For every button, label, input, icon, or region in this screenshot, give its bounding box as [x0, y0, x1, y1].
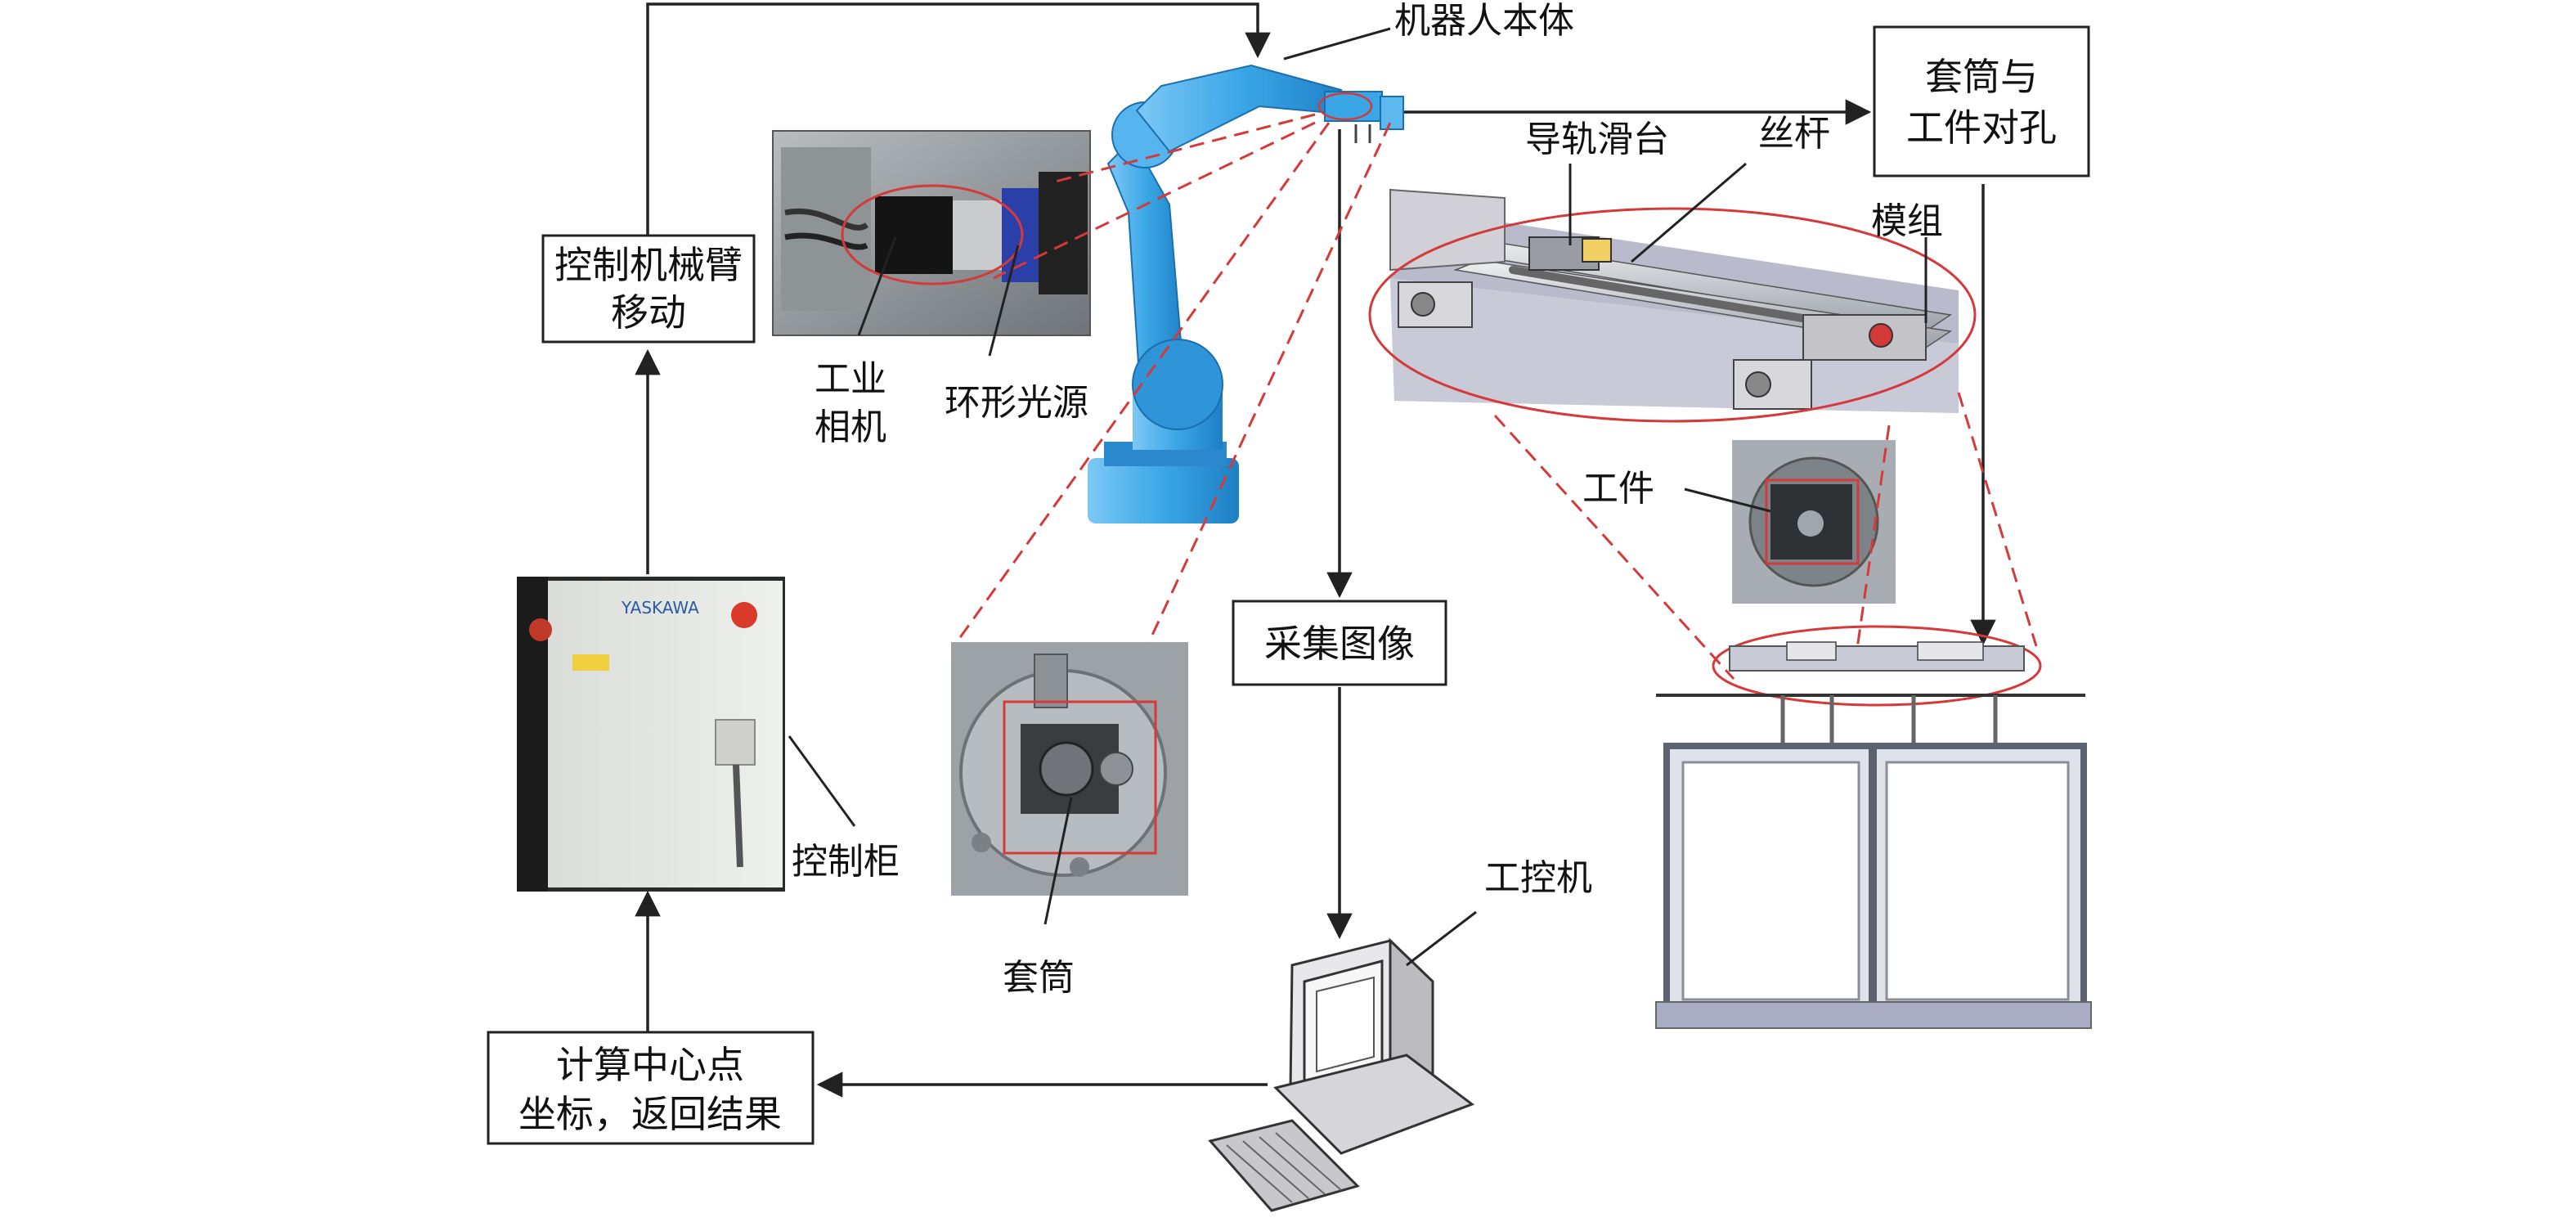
compute-center-line1: 计算中心点 [556, 1043, 744, 1087]
label-industrial-camera-line1: 工业 [815, 358, 886, 400]
camera-body [875, 196, 953, 274]
sleeve-align-box: 套筒与 工件对孔 [1873, 25, 2090, 177]
sleeve-align-line1: 套筒与 [1925, 55, 2038, 99]
compute-center-box: 计算中心点 坐标，返回结果 [487, 1031, 815, 1145]
zoom-lines-robot [955, 113, 1392, 643]
cabinet-brand-text: YASKAWA [621, 598, 699, 618]
robot-arm [1088, 64, 1404, 523]
label-ring-light: 环形光源 [945, 382, 1088, 424]
ring-light-shape [1002, 188, 1039, 282]
label-control-cabinet: 控制柜 [792, 841, 900, 883]
flow-arrow-to-robot [646, 2, 1271, 236]
industrial-pc [1208, 937, 1475, 1212]
label-industrial-pc: 工控机 [1484, 857, 1592, 899]
capture-image-box: 采集图像 [1232, 600, 1447, 686]
workpiece-photo [1732, 440, 1896, 604]
label-industrial-camera-line2: 相机 [815, 407, 886, 448]
module-cad [1368, 188, 1977, 423]
sleeve-align-line2: 工件对孔 [1906, 106, 2057, 150]
label-lead-screw: 丝杆 [1758, 113, 1830, 155]
control-arm-line2: 移动 [611, 290, 686, 335]
control-arm-box: 控制机械臂 移动 [541, 234, 756, 344]
label-module: 模组 [1871, 200, 1943, 242]
label-guide-rail-slide: 导轨滑台 [1525, 119, 1669, 160]
zoom-lines-module [1493, 392, 2038, 681]
control-cabinet-photo: YASKAWA [517, 577, 785, 892]
fixture-rack [1655, 625, 2092, 1029]
sleeve-photo [951, 642, 1188, 896]
capture-image-label: 采集图像 [1264, 622, 1415, 666]
label-workpiece: 工件 [1582, 468, 1654, 510]
label-robot-body: 机器人本体 [1394, 0, 1574, 42]
label-sleeve: 套筒 [1003, 957, 1075, 999]
camera-photo [772, 130, 1091, 336]
compute-center-line2: 坐标，返回结果 [518, 1092, 782, 1136]
control-arm-line1: 控制机械臂 [554, 243, 743, 287]
